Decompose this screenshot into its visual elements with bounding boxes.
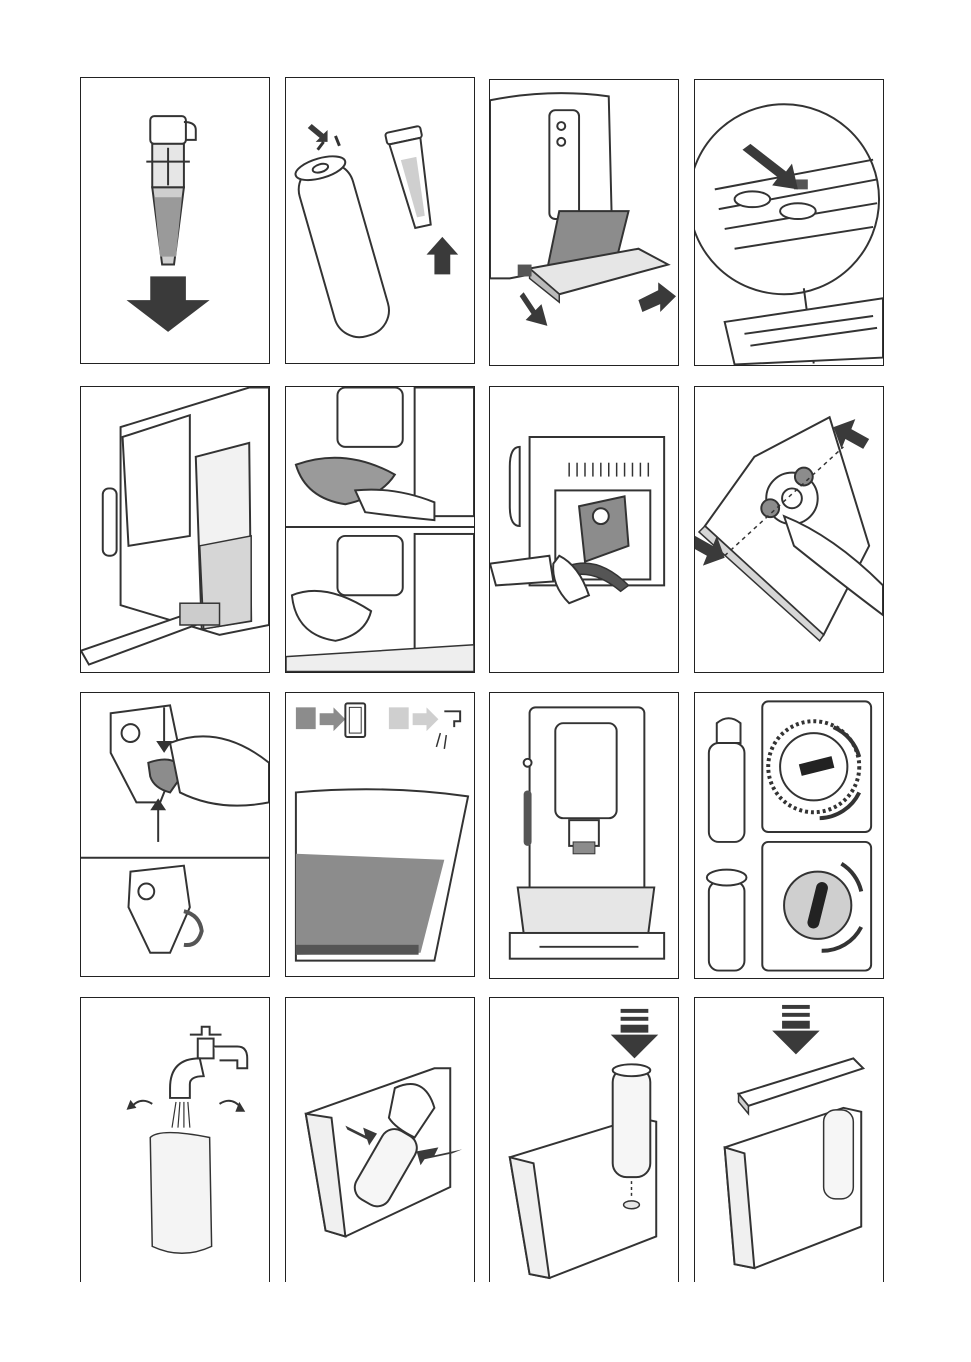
filter-date-dial-icon [695,693,883,978]
water-hardness-strip-icon [286,693,474,976]
remove-drip-tray-icon [490,80,678,365]
filter-cylinder-and-nozzle-icon [286,78,474,363]
press-brewing-unit-buttons-icon [695,387,883,672]
panel-machine-front [489,692,679,979]
rinse-filter-under-tap-icon [81,998,269,1282]
close-tank-lid-icon [695,998,883,1282]
panel-rinse-filter [80,997,270,1282]
panel-filter-dial [694,692,884,979]
push-filter-down-icon [490,998,678,1282]
panel-nozzle-removal [80,77,270,364]
panel-press-buttons [694,386,884,673]
remove-brewing-unit-icon [490,387,678,672]
wipe-dispenser-icon [286,387,474,672]
panel-remove-brewing-unit [489,386,679,673]
panel-push-filter-down [489,997,679,1282]
panel-squeeze-lever [80,692,270,977]
nozzle-remove-down-arrow-icon [81,78,269,363]
panel-insert-filter [285,997,475,1282]
machine-front-view-icon [490,693,678,978]
panel-drip-tray-float [694,79,884,366]
panel-water-hardness [285,692,475,977]
panel-wipe-dispenser [285,386,475,673]
squeeze-lever-icon [81,693,269,976]
panel-vacuum-base [80,386,270,673]
insert-filter-in-tank-icon [286,998,474,1282]
panel-filter-parts [285,77,475,364]
drip-tray-float-detail-icon [695,80,883,365]
panel-close-lid [694,997,884,1282]
panel-drip-tray-removal [489,79,679,366]
vacuum-machine-base-icon [81,387,269,672]
